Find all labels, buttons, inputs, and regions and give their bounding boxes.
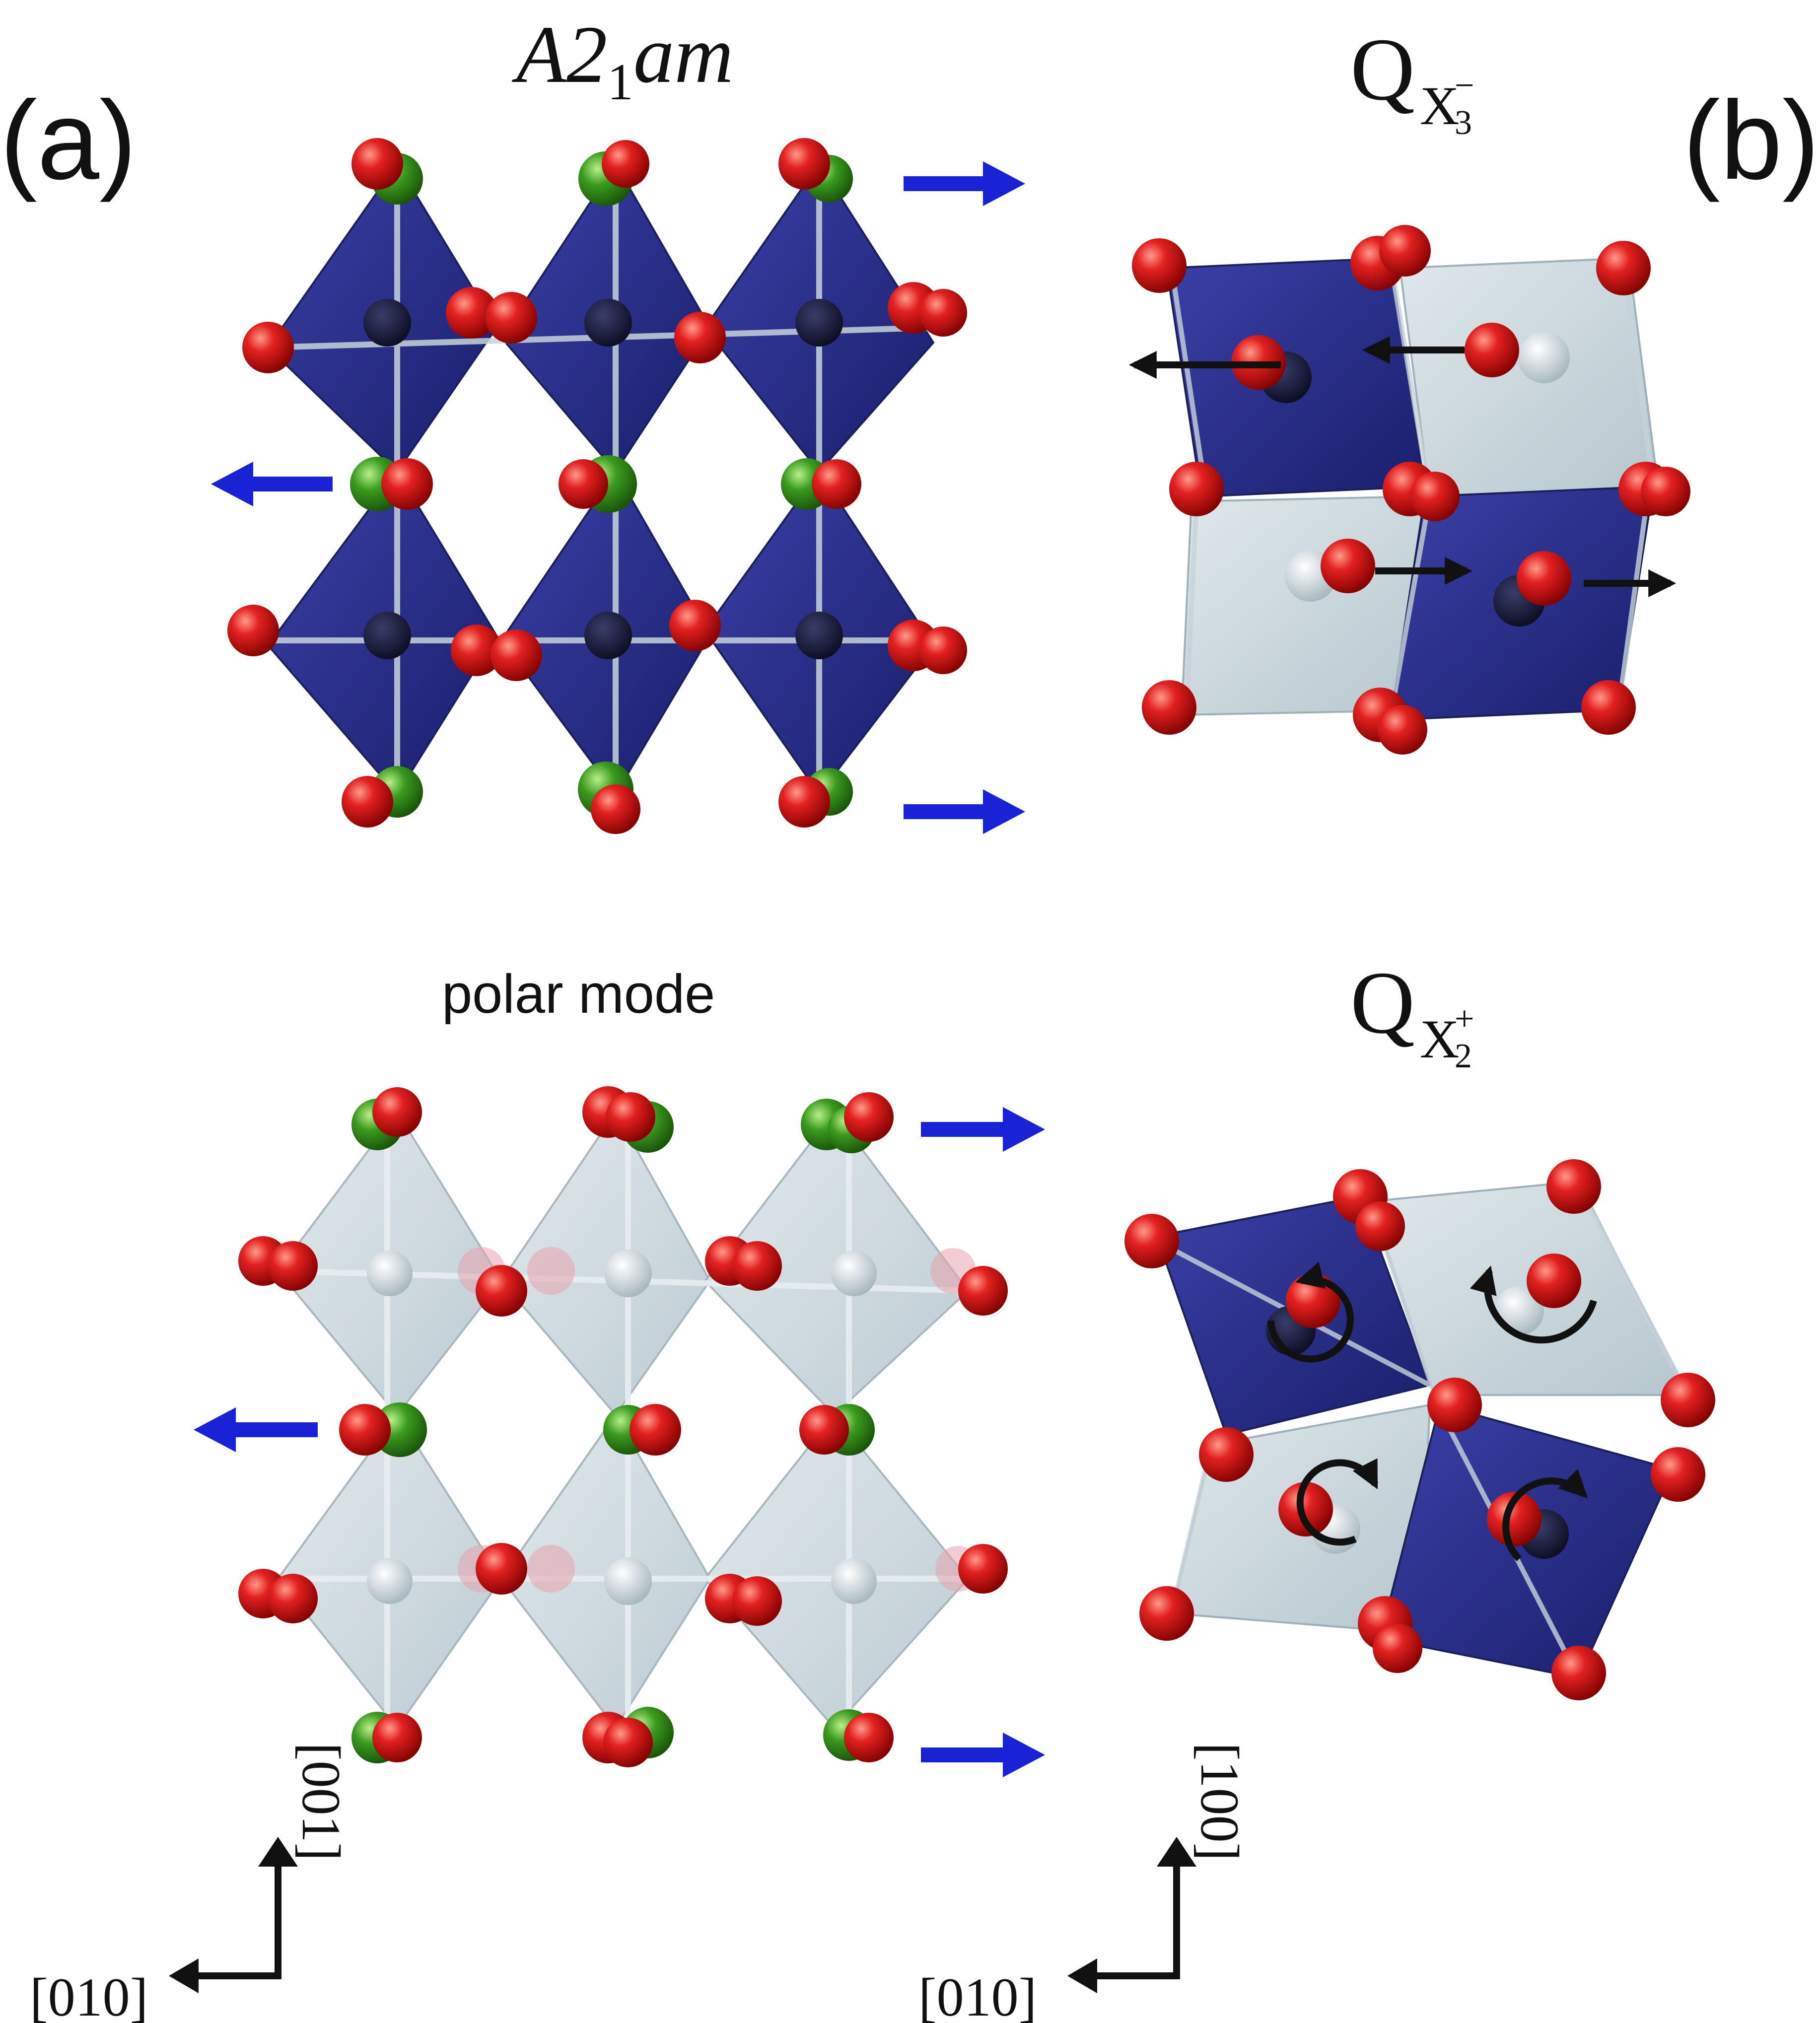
qx3-displacement-arrows [1128, 336, 1677, 597]
axis-label-010-left: [010] [30, 1967, 148, 2023]
qx3-oxygens [1132, 225, 1690, 755]
axis-label-010-right: [010] [918, 1967, 1037, 2023]
a2-1am-b-sites [363, 299, 843, 659]
axes-indicator-right [1067, 1837, 1196, 1993]
polar-mode-displacement-arrows [194, 1107, 1045, 1777]
mode-label-qx3-minus: Q X − 3 [1350, 20, 1474, 142]
polar-mode-oxygens [238, 1086, 1008, 1767]
a2-1am-oxygens [227, 138, 967, 834]
polar-mode-ghost-oxygens [458, 1247, 981, 1593]
axis-label-001: [001] [291, 1743, 351, 1861]
svg-text:X: X [1420, 75, 1459, 136]
qx2-rotation-arrows [1267, 1261, 1597, 1561]
structure-title: A21am [511, 9, 733, 111]
axis-label-100: [100] [1190, 1743, 1250, 1861]
panel-b-label: (b) [1683, 77, 1820, 203]
polar-mode-b-sites [367, 1250, 877, 1605]
polar-mode-label: polar mode [442, 964, 715, 1025]
svg-text:X: X [1420, 1009, 1459, 1069]
svg-text:+: + [1455, 1000, 1474, 1038]
mode-label-qx2-plus: Q X + 2 [1350, 953, 1474, 1075]
svg-text:2: 2 [1455, 1037, 1472, 1075]
svg-text:Q: Q [1350, 953, 1415, 1052]
a2-1am-displacement-arrows [211, 161, 1025, 834]
panel-a-label: (a) [0, 77, 137, 203]
svg-text:−: − [1455, 67, 1474, 105]
qx2-oxygens [1124, 1159, 1715, 1700]
svg-text:3: 3 [1455, 104, 1472, 142]
axes-indicator-left [169, 1837, 298, 1993]
svg-text:Q: Q [1350, 20, 1415, 119]
